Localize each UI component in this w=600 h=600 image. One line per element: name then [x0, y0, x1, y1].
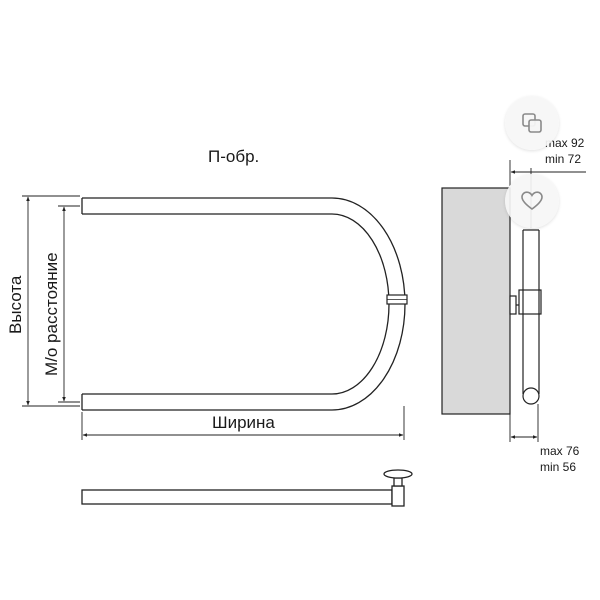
height-label: Высота — [6, 275, 25, 334]
favorite-button[interactable] — [505, 174, 559, 228]
center-distance-dimension — [58, 205, 80, 403]
width-label: Ширина — [212, 413, 275, 432]
bottom-offset-max: max 76 — [540, 444, 580, 458]
center-distance-label: М/о расстояние — [42, 252, 61, 376]
copy-button[interactable] — [505, 96, 559, 150]
towel-rail-side-view — [509, 229, 542, 405]
wall — [441, 187, 511, 415]
copy-icon — [520, 111, 544, 135]
towel-rail-top-view — [81, 469, 413, 507]
bottom-offset-min: min 56 — [540, 460, 576, 474]
towel-rail-front-view — [81, 197, 406, 411]
top-offset-min: min 72 — [545, 152, 581, 166]
bottom-offset-dimension — [509, 404, 539, 442]
top-offset-max: max 92 — [545, 136, 585, 150]
height-dimension — [22, 195, 80, 407]
heart-icon — [520, 189, 544, 213]
diagram-title: П-обр. — [208, 147, 259, 166]
width-dimension — [81, 406, 405, 440]
